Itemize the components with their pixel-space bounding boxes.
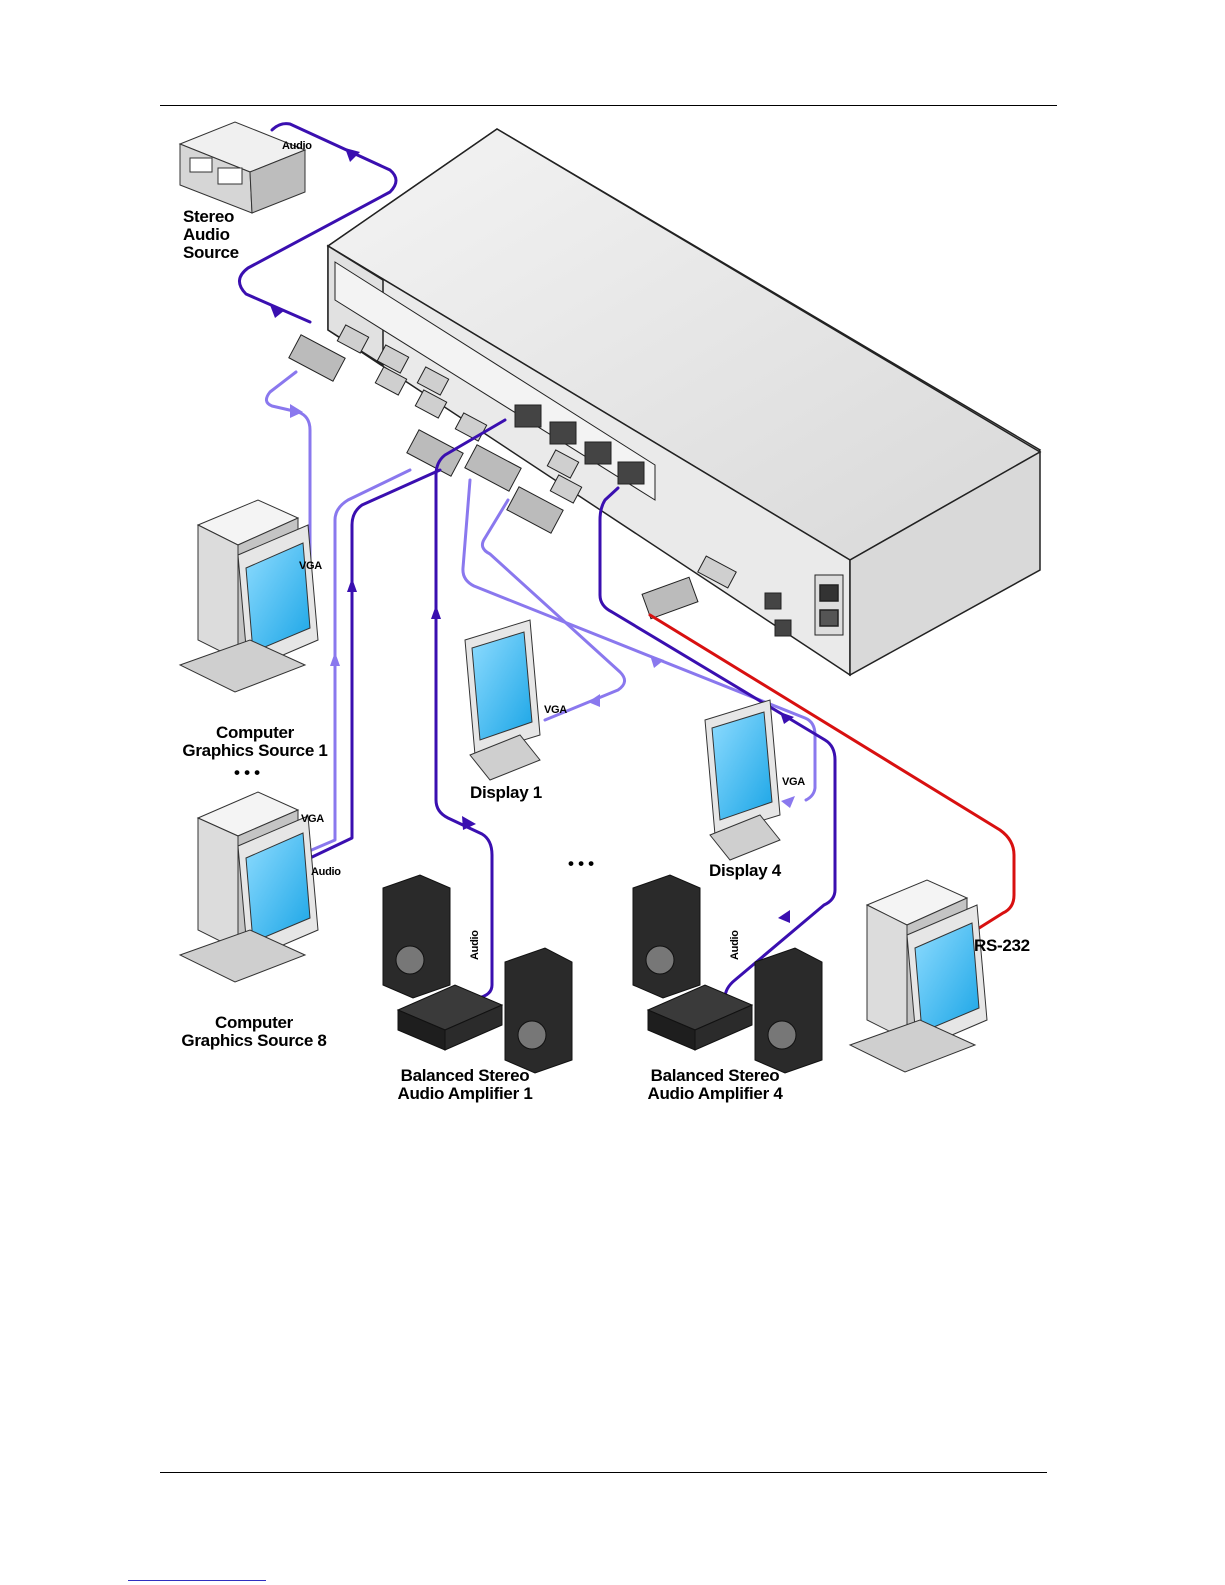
vga-cable-source-8 — [300, 470, 410, 855]
ellipsis-sources: • • • — [234, 764, 260, 782]
label-line: Computer — [180, 724, 330, 742]
vga-cable-label: VGA — [299, 561, 322, 573]
computer-icon — [850, 880, 987, 1072]
stereo-audio-source-icon — [180, 122, 305, 213]
label-line: Audio Amplifier 4 — [635, 1085, 795, 1103]
stereo-audio-source-label: Stereo Audio Source — [183, 208, 239, 262]
rs232-label: RS-232 — [974, 937, 1030, 955]
audio-cable-label: Audio — [282, 141, 312, 153]
label-line: Balanced Stereo — [635, 1067, 795, 1085]
display-icon — [705, 700, 780, 860]
computer-source-8-label: Computer Graphics Source 8 — [178, 1014, 330, 1050]
label-line: Computer — [178, 1014, 330, 1032]
audio-cable-label-vertical: Audio — [470, 930, 482, 960]
vga-cable-label: VGA — [544, 705, 567, 717]
computer-icon — [180, 792, 318, 982]
speaker-icon — [383, 875, 572, 1073]
audio-cable-label-vertical: Audio — [730, 930, 742, 960]
computer-icon — [180, 500, 318, 692]
label-line: Graphics Source 8 — [178, 1032, 330, 1050]
label-line: Stereo — [183, 208, 239, 226]
amplifier-1-label: Balanced Stereo Audio Amplifier 1 — [385, 1067, 545, 1103]
vga-cable-label: VGA — [782, 777, 805, 789]
audio-cable-source-8 — [310, 470, 440, 858]
ellipsis-outputs: • • • — [568, 855, 594, 873]
display-4-label: Display 4 — [709, 862, 781, 880]
display-icon — [465, 620, 540, 780]
computer-source-1-label: Computer Graphics Source 1 — [180, 724, 330, 760]
label-line: Audio Amplifier 1 — [385, 1085, 545, 1103]
speaker-icon — [633, 875, 822, 1073]
audio-cable-label: Audio — [311, 867, 341, 879]
label-line: Balanced Stereo — [385, 1067, 545, 1085]
vga-cable-label: VGA — [301, 814, 324, 826]
label-line: Audio — [183, 226, 239, 244]
label-line: Source — [183, 244, 239, 262]
display-1-label: Display 1 — [470, 784, 542, 802]
amplifier-4-label: Balanced Stereo Audio Amplifier 4 — [635, 1067, 795, 1103]
label-line: Graphics Source 1 — [180, 742, 330, 760]
